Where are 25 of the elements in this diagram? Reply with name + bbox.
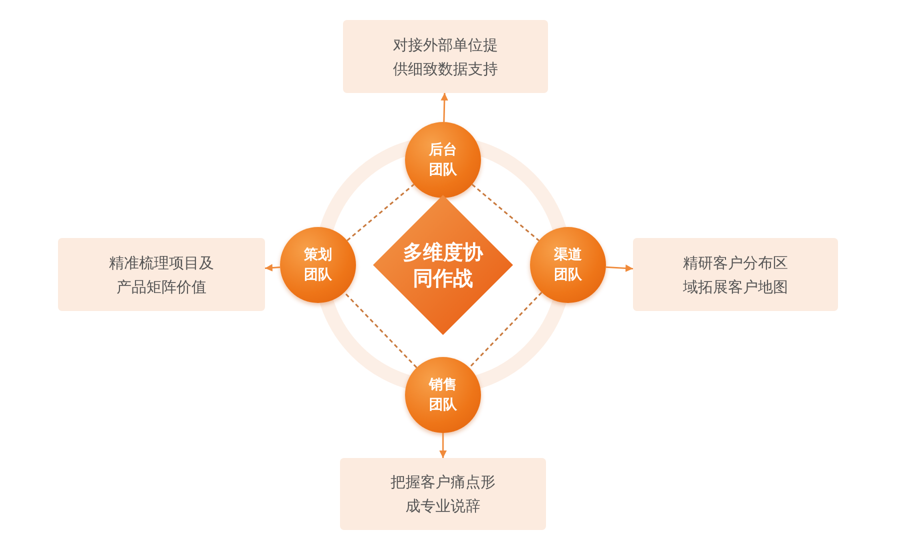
team-label: 多维度协同作战 <box>402 239 484 291</box>
info-box <box>340 458 546 530</box>
description-text: 精准梳理项目及产品矩阵价值 <box>108 252 215 298</box>
team-circle <box>405 122 481 198</box>
team-label: 销售团队 <box>428 376 458 415</box>
description-text: 对接外部单位提供细致数据支持 <box>392 34 499 80</box>
team-circle <box>530 227 606 303</box>
info-box <box>58 238 265 311</box>
arrow <box>264 264 280 272</box>
description-text: 把握客户痛点形成专业说辞 <box>390 472 496 517</box>
team-label: 策划团队 <box>302 246 333 285</box>
dashed-connector <box>346 184 414 242</box>
info-box <box>633 238 838 311</box>
arrow <box>440 92 448 122</box>
description-text: 精研客户分布区域拓展客户地图 <box>682 252 789 298</box>
dashed-connector <box>344 292 418 368</box>
dashed-connector <box>472 184 540 242</box>
team-circle <box>405 357 481 433</box>
arrow <box>439 433 447 458</box>
team-circle <box>280 227 356 303</box>
team-label: 后台团队 <box>428 140 458 180</box>
arrow <box>606 264 634 272</box>
team-label: 渠道团队 <box>552 246 583 285</box>
dashed-connector <box>468 292 542 368</box>
info-box <box>343 20 548 93</box>
